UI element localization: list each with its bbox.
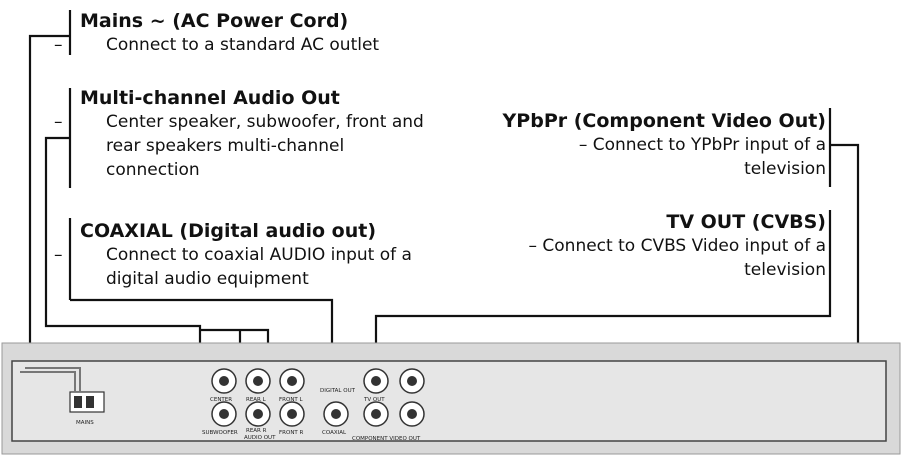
dash-glyph: – <box>54 112 63 132</box>
dash-glyph: – <box>54 35 63 55</box>
callout-multichannel-title: Multi-channel Audio Out <box>80 87 340 109</box>
callout-coaxial: COAXIAL (Digital audio out) –Connect to … <box>54 219 440 291</box>
audio-out-label: AUDIO OUT <box>244 435 276 441</box>
callout-mains: Mains ~ (AC Power Cord) –Connect to a st… <box>54 9 460 57</box>
callout-ypbpr-desc-line2: television <box>744 159 826 179</box>
rear-r-label: REAR R <box>246 428 267 434</box>
subwoofer-label: SUBWOOFER <box>202 430 238 436</box>
tvout-leader <box>374 296 832 368</box>
callout-multichannel: Multi-channel Audio Out –Center speaker,… <box>54 86 440 182</box>
callout-coaxial-desc: –Connect to coaxial AUDIO input of a dig… <box>54 245 412 289</box>
component-video-out-label: COMPONENT VIDEO OUT <box>352 436 421 442</box>
callout-tvout: TV OUT (CVBS) – Connect to CVBS Video in… <box>406 210 827 282</box>
callout-tvout-title: TV OUT (CVBS) <box>666 211 826 233</box>
callout-mains-title: Mains ~ (AC Power Cord) <box>80 10 349 32</box>
callout-ypbpr: YPbPr (Component Video Out) – Connect to… <box>406 109 826 181</box>
front-l-label: FRONT L <box>279 397 304 403</box>
digital-out-label: DIGITAL OUT <box>320 388 356 394</box>
callout-ypbpr-desc-line1: – Connect to YPbPr input of a <box>578 135 826 155</box>
mains-label: MAINS <box>76 420 94 426</box>
center-label: CENTER <box>210 397 232 403</box>
callout-tvout-desc-line2: television <box>744 260 826 280</box>
callout-tvout-desc-line1: – Connect to CVBS Video input of a <box>528 236 827 256</box>
coaxial-panel-label: COAXIAL <box>322 430 347 436</box>
mains-socket: MAINS <box>20 367 105 426</box>
rear-l-label: REAR L <box>246 397 267 403</box>
callout-mains-desc: –Connect to a standard AC outlet <box>54 35 380 55</box>
jacks <box>211 368 425 427</box>
front-r-label: FRONT R <box>279 430 304 436</box>
multichannel-leader <box>44 136 302 402</box>
panel-face <box>11 360 887 442</box>
tv-out-label: TV OUT <box>363 397 385 403</box>
callout-multichannel-desc: –Center speaker, subwoofer, front and re… <box>54 112 424 180</box>
dash-glyph: – <box>54 245 63 265</box>
callout-ypbpr-title: YPbPr (Component Video Out) <box>502 110 826 132</box>
callout-coaxial-title: COAXIAL (Digital audio out) <box>80 220 377 242</box>
